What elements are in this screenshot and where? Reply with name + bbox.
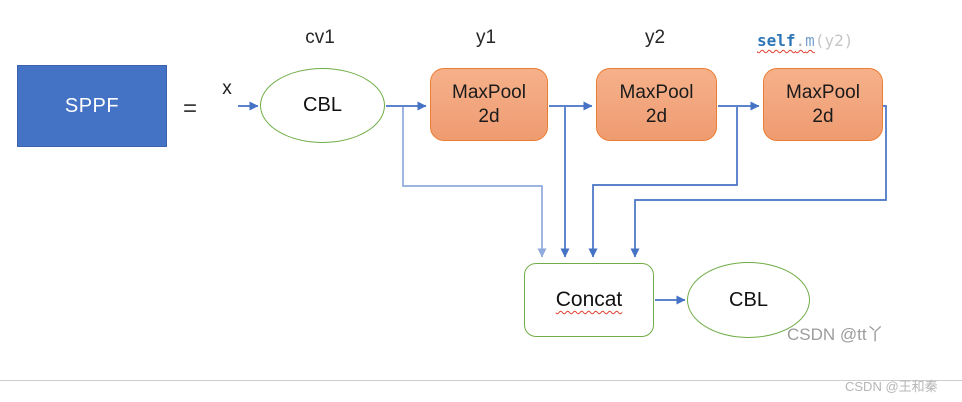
cbl1-label: CBL — [303, 94, 342, 116]
footer-divider-line — [0, 380, 962, 381]
cbl2-ellipse: CBL — [687, 262, 810, 338]
code-dot: . — [795, 31, 806, 50]
maxpool2-line2: 2d — [645, 105, 668, 127]
maxpool2d-box-3: MaxPool 2d — [763, 68, 883, 141]
maxpool1-line1: MaxPool — [452, 81, 526, 103]
maxpool1-line2: 2d — [478, 105, 500, 127]
code-method: m — [805, 31, 815, 50]
label-self-m-y2: self.m(y2) — [757, 27, 853, 51]
label-y1: y1 — [475, 27, 497, 48]
maxpool2d-box-2: MaxPool 2d — [596, 68, 717, 141]
sppf-block-label: SPPF — [64, 94, 120, 117]
concat-label: Concat — [555, 288, 623, 311]
sppf-block: SPPF — [17, 65, 167, 147]
self-m-underlined: self.m — [757, 30, 815, 51]
code-self: self — [757, 31, 796, 50]
input-x-label: x — [222, 78, 232, 99]
maxpool3-line1: MaxPool — [786, 81, 860, 103]
cbl1-ellipse: CBL — [260, 68, 385, 143]
code-args: (y2) — [814, 31, 854, 50]
label-cv1: cv1 — [305, 27, 335, 48]
maxpool3-line2: 2d — [812, 105, 834, 127]
cbl2-label: CBL — [729, 288, 768, 311]
maxpool2d-box-1: MaxPool 2d — [430, 68, 548, 141]
maxpool2-line1: MaxPool — [619, 81, 694, 103]
equals-sign: = — [182, 95, 197, 122]
label-y2: y2 — [644, 27, 666, 48]
concat-box: Concat — [524, 263, 654, 337]
watermark-footer: CSDN @王和秦 — [845, 379, 938, 394]
watermark-inline: CSDN @tt丫 — [787, 325, 884, 344]
